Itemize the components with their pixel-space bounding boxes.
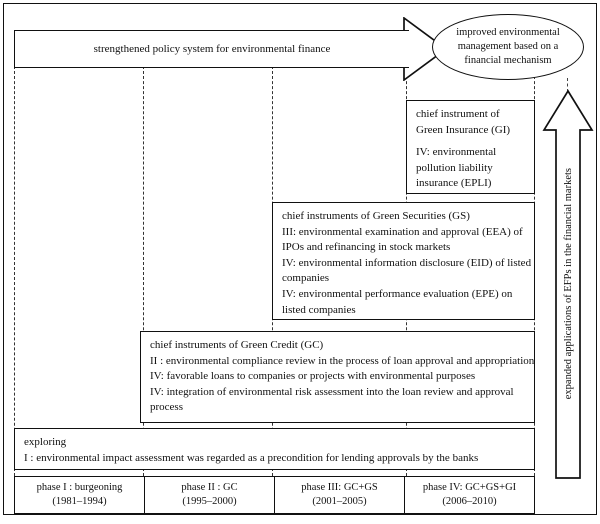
gi-item-2: pollution liability [416,161,493,174]
phase-1-name: phase I : burgeoning [36,481,123,493]
outcome-ellipse: improved environmental management based … [432,14,584,80]
phase-cell-2: phase II : GC (1995–2000) [145,477,275,513]
green-credit-box: chief instruments of Green Credit (GC) I… [140,331,535,423]
phase-separator-1 [14,66,15,476]
phase-1-years: (1981–1994) [52,496,107,507]
phase-4-name: phase IV: GC+GS+GI [422,481,517,493]
exploring-item-1: I : environmental impact assessment was … [24,451,479,464]
gc-title: chief instruments of Green Credit (GC) [150,339,324,351]
outcome-ellipse-label: improved environmental management based … [456,26,560,67]
phase-cell-4: phase IV: GC+GS+GI (2006–2010) [405,477,534,513]
phase-2-name: phase II : GC [181,481,238,493]
green-securities-box: chief instruments of Green Securities (G… [272,202,535,320]
phase-3-years: (2001–2005) [312,496,367,507]
gc-item-2: IV: favorable loans to companies or proj… [150,370,476,383]
outer-frame [3,3,597,515]
gs-title: chief instruments of Green Securities (G… [282,210,470,222]
gc-item-3a: IV: integration of environmental risk as… [150,385,514,398]
phase-2-years: (1995–2000) [182,496,237,507]
gs-item-3b: listed companies [282,303,356,316]
phase-timeline-row: phase I : burgeoning (1981–1994) phase I… [14,476,535,514]
exploring-box: exploring I : environmental impact asses… [14,428,535,470]
phase-cell-1: phase I : burgeoning (1981–1994) [15,477,145,513]
gs-item-2b: companies [282,272,330,285]
gi-title-line2: Green Insurance (GI) [416,123,511,136]
exploring-title: exploring [24,436,67,448]
phase-cell-3: phase III: GC+GS (2001–2005) [275,477,405,513]
gi-title-line1: chief instrument of [416,108,500,120]
gi-item-1: IV: environmental [416,146,497,159]
policy-banner: strengthened policy system for environme… [14,30,409,68]
gs-item-1a: III: environmental examination and appro… [282,225,523,238]
phase-3-name: phase III: GC+GS [301,481,378,493]
green-insurance-box: chief instrument of Green Insurance (GI)… [406,100,535,194]
gs-item-2a: IV: environmental information disclosure… [282,256,532,269]
phase-separator-2 [143,66,144,476]
expanded-applications-arrow-icon [542,89,594,479]
gc-item-1: II : environmental compliance review in … [150,354,535,367]
ellipse-arrow-connector [567,78,568,92]
gc-item-3b: process [150,401,183,414]
gs-item-1b: IPOs and refinancing in stock markets [282,241,451,254]
gi-item-3: insurance (EPLI) [416,177,492,190]
phase-4-years: (2006–2010) [442,496,497,507]
gs-item-3a: IV: environmental performance evaluation… [282,288,513,301]
policy-banner-label: strengthened policy system for environme… [93,43,331,55]
